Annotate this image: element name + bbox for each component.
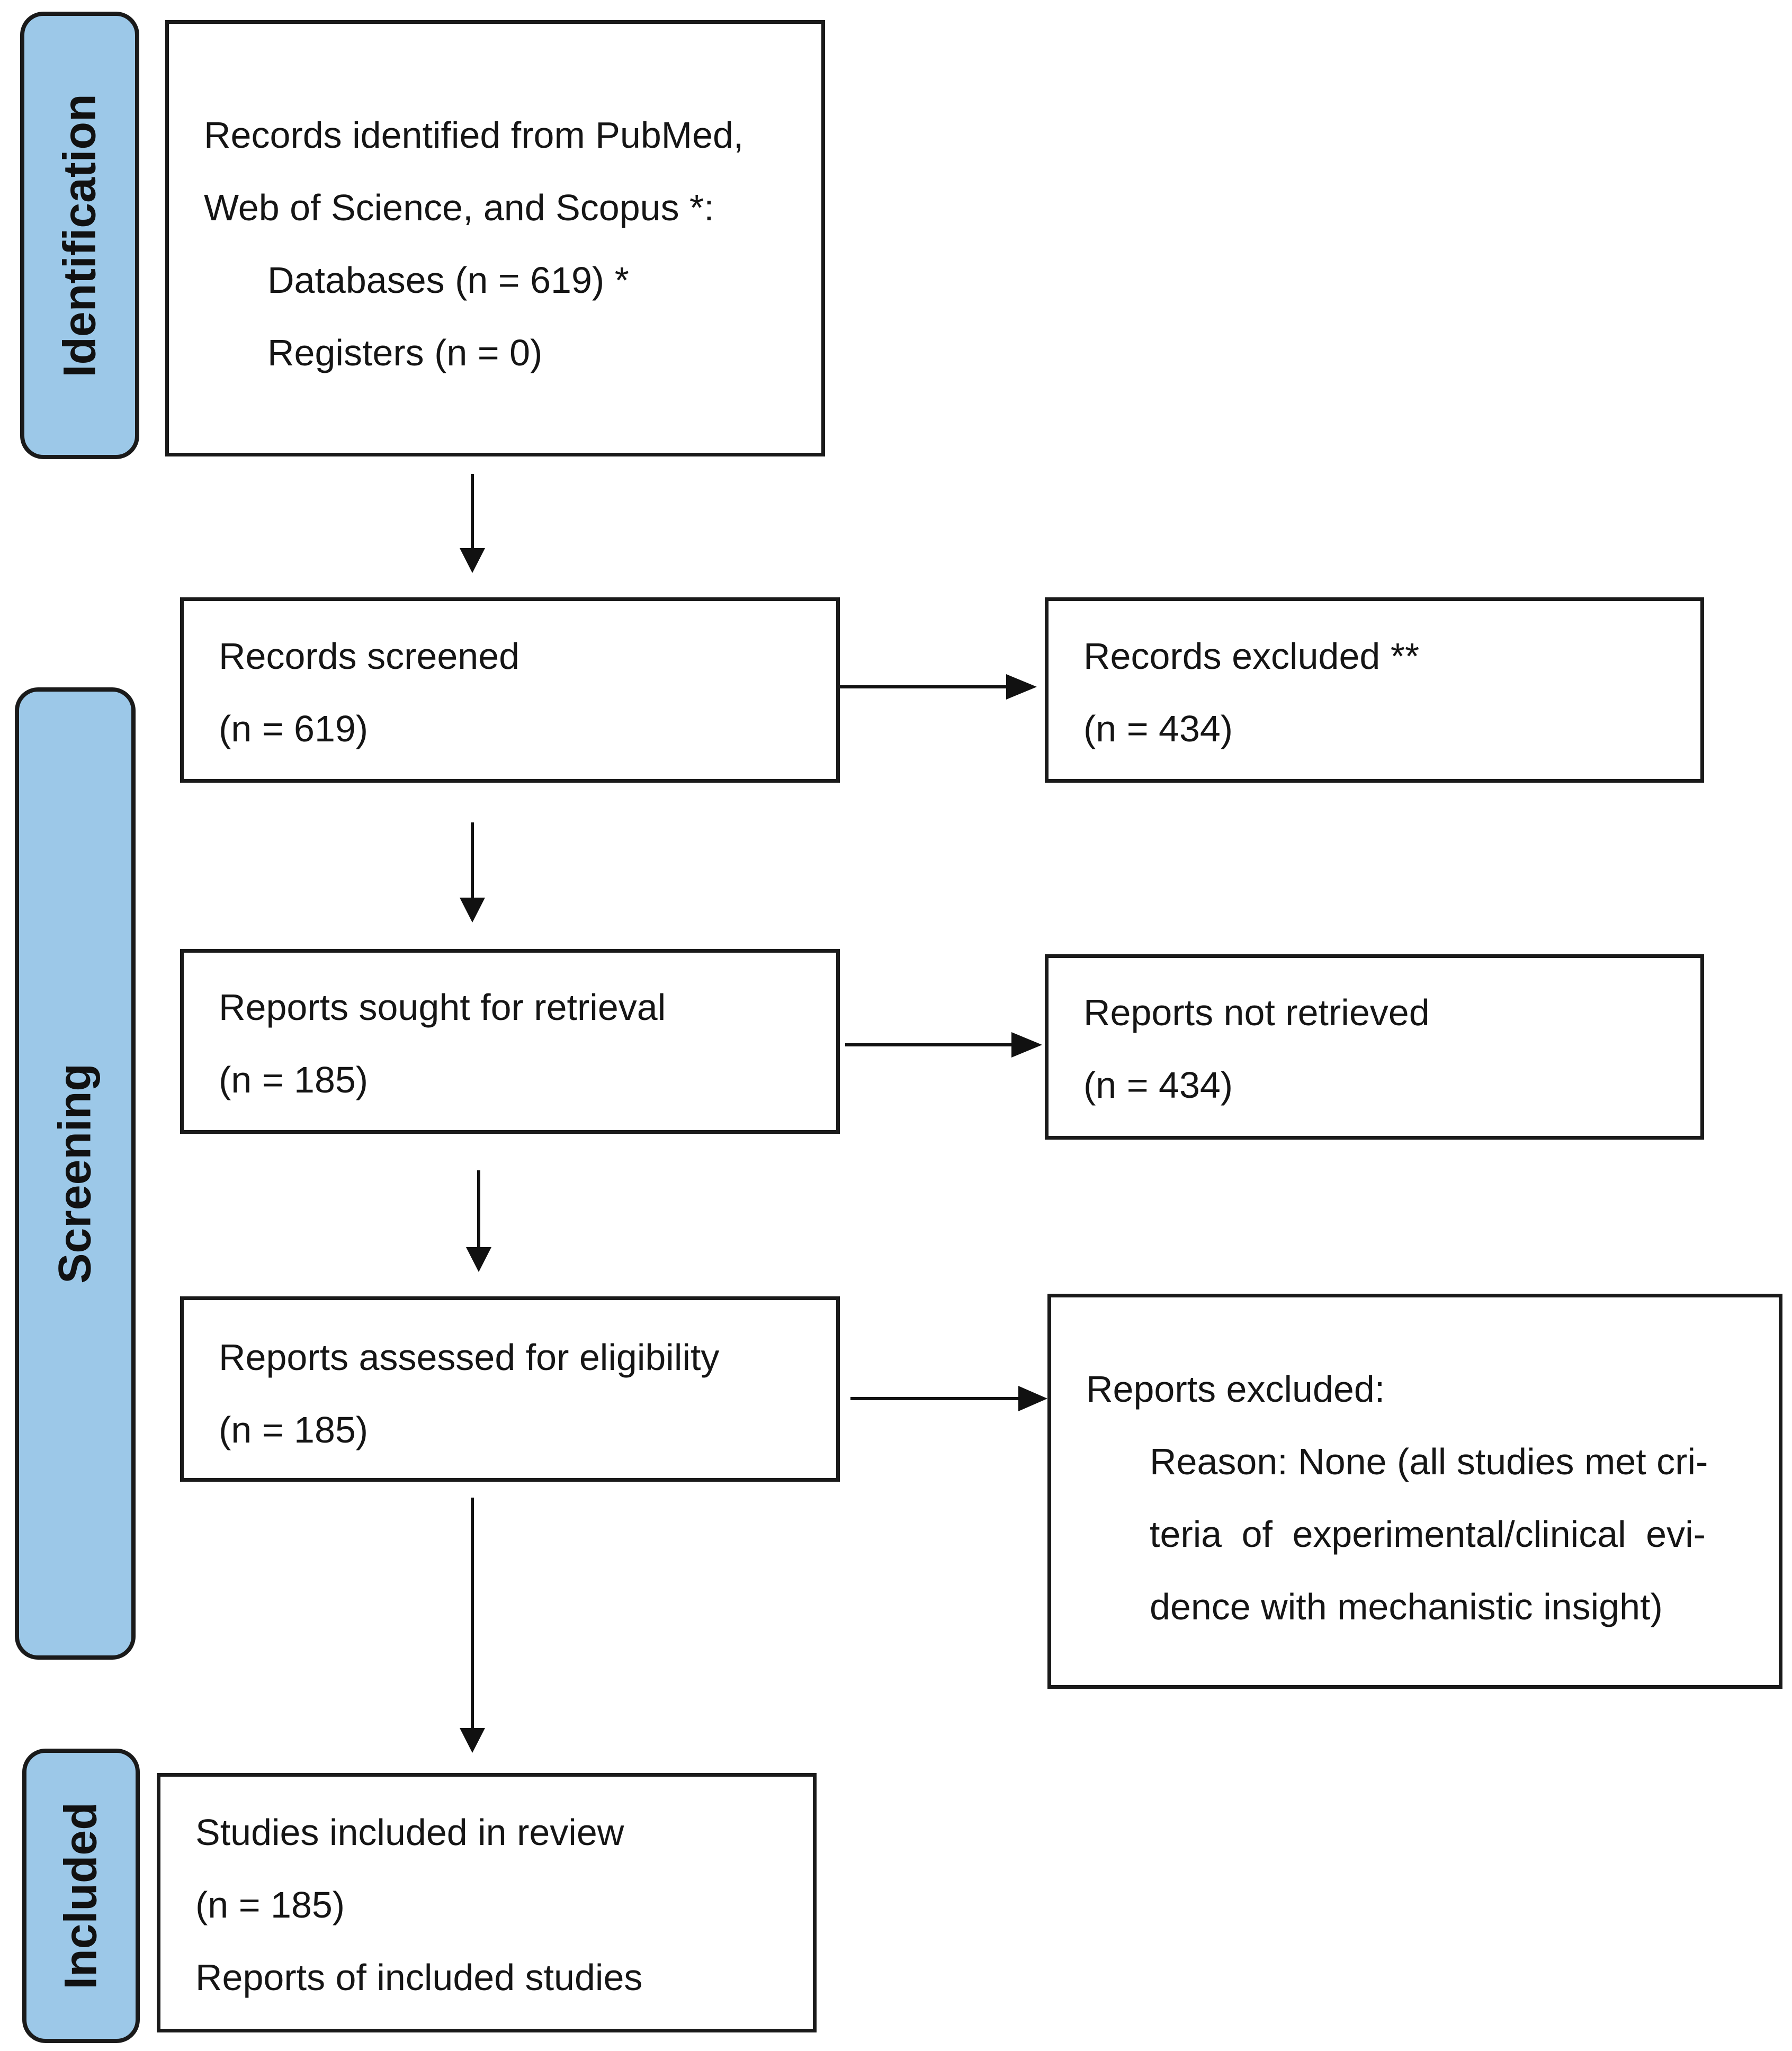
- arrowhead-screened-to-sought: [460, 898, 485, 922]
- records-identified-line1: Records identified from PubMed,: [204, 114, 744, 156]
- records-screened-title: Records screened: [219, 635, 520, 677]
- reports-excluded-reason-line3: dence with mechanistic insight): [1150, 1586, 1663, 1627]
- studies-included-title: Studies included in review: [195, 1812, 624, 1853]
- records-identified-line2: Web of Science, and Scopus *:: [204, 187, 714, 228]
- records-screened-count: (n = 619): [219, 708, 369, 749]
- studies-included-count: (n = 185): [195, 1884, 345, 1925]
- arrowhead-sought-to-not-retrieved: [1011, 1032, 1042, 1058]
- studies-included-box: Studies included in review (n = 185) Rep…: [157, 1773, 817, 2032]
- reports-assessed-title: Reports assessed for eligibility: [219, 1337, 720, 1378]
- reports-excluded-reason-line2: teria of experimental/clinical evi-: [1150, 1513, 1706, 1555]
- arrowhead-assessed-to-included: [460, 1728, 485, 1753]
- reports-not-retrieved-count: (n = 434): [1083, 1064, 1233, 1106]
- reports-sought-title: Reports sought for retrieval: [219, 987, 666, 1028]
- reports-excluded-box: Reports excluded: Reason: None (all stud…: [1047, 1294, 1782, 1689]
- databases-count: Databases (n = 619) *: [267, 259, 629, 301]
- arrowhead-identified-to-screened: [460, 548, 485, 573]
- identification-phase-label: Identification: [20, 12, 139, 459]
- screening-phase-label: Screening: [15, 687, 136, 1660]
- reports-not-retrieved-title: Reports not retrieved: [1083, 992, 1430, 1033]
- reports-of-included-studies: Reports of included studies: [195, 1957, 643, 1998]
- reports-assessed-box: Reports assessed for eligibility (n = 18…: [180, 1296, 840, 1482]
- reports-excluded-reason-line1: Reason: None (all studies met cri-: [1150, 1441, 1708, 1482]
- reports-sought-count: (n = 185): [219, 1059, 369, 1100]
- records-identified-box: Records identified from PubMed, Web of S…: [165, 20, 825, 456]
- registers-count: Registers (n = 0): [267, 332, 543, 373]
- records-excluded-count: (n = 434): [1083, 708, 1233, 749]
- records-screened-box: Records screened (n = 619): [180, 597, 840, 783]
- reports-not-retrieved-box: Reports not retrieved (n = 434): [1045, 954, 1704, 1140]
- arrowhead-screened-to-excluded: [1006, 674, 1037, 700]
- reports-assessed-count: (n = 185): [219, 1409, 369, 1450]
- reports-sought-box: Reports sought for retrieval (n = 185): [180, 949, 840, 1134]
- records-excluded-box: Records excluded ** (n = 434): [1045, 597, 1704, 783]
- arrowhead-assessed-to-reports-excluded: [1018, 1386, 1047, 1411]
- arrowhead-sought-to-assessed: [466, 1247, 491, 1272]
- records-excluded-title: Records excluded **: [1083, 635, 1420, 677]
- included-phase-label: Included: [22, 1749, 140, 2043]
- reports-excluded-title: Reports excluded:: [1086, 1368, 1385, 1410]
